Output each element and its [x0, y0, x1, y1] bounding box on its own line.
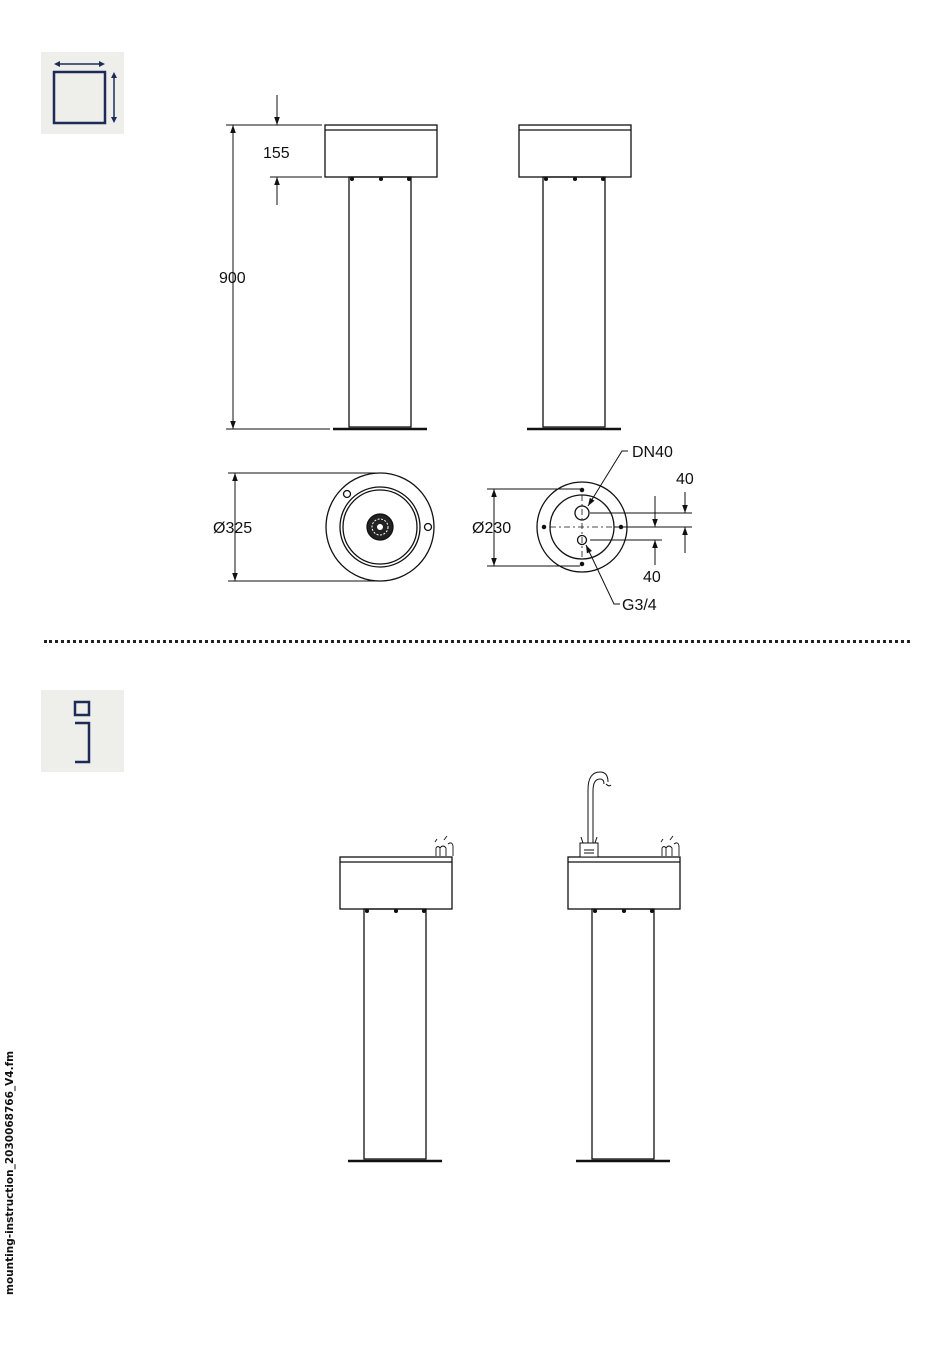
offset-dimensions [590, 492, 692, 565]
top-view [326, 473, 434, 581]
fountain-with-faucet [568, 772, 680, 1161]
front-elevation [325, 125, 437, 429]
drain-size-label: DN40 [632, 444, 673, 461]
document-filename: mounting-instruction_2030068766_V4.fm [4, 1051, 16, 1295]
faucet-icon [580, 772, 611, 857]
total-height-label: 900 [219, 270, 246, 287]
offset-top-label: 40 [676, 471, 694, 488]
supply-size-label: G3/4 [622, 597, 657, 614]
offset-bottom-label: 40 [643, 569, 661, 586]
supply-leader [586, 545, 620, 604]
fountain-without-faucet [340, 836, 453, 1161]
base-diameter-label: Ø230 [472, 520, 511, 537]
side-elevation [519, 125, 631, 429]
top-height-label: 155 [263, 145, 290, 162]
base-plate-view [537, 482, 627, 572]
push-button-icon [435, 836, 453, 856]
push-button-icon [661, 836, 679, 856]
top-diameter-label: Ø325 [213, 520, 252, 537]
